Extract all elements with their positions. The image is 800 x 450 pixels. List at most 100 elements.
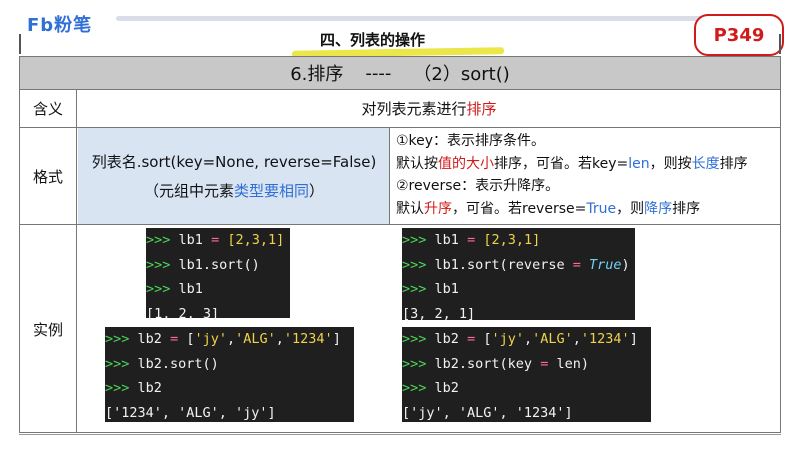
code-literal: '1234'	[283, 331, 333, 347]
desc-text: ，则	[616, 200, 645, 217]
desc-text: 排序，可省。若key=	[494, 155, 629, 172]
code-text: lb1	[434, 232, 459, 248]
code-text: ,	[572, 331, 581, 347]
desc-text: 默认	[396, 200, 424, 217]
code-line: >>> lb2 = ['jy','ALG','1234']	[402, 327, 651, 352]
code-operator: =	[467, 331, 476, 347]
brand-logo: Fb粉笔	[27, 15, 93, 36]
desc-highlight: True	[586, 200, 617, 217]
header-rule	[116, 16, 706, 21]
code-text: ]	[629, 331, 638, 347]
code-prompt: >>>	[105, 355, 130, 372]
desc-highlight: 值的大小	[438, 155, 494, 172]
format-label: 格式	[20, 128, 77, 224]
code-text: lb2.sort()	[137, 355, 219, 372]
title-main: 6.排序	[290, 64, 344, 85]
desc-text: 排序	[719, 155, 748, 172]
desc-highlight: len	[628, 155, 650, 172]
code-line: >>> lb1.sort(reverse = True)	[402, 253, 635, 278]
code-text: ]	[332, 331, 341, 347]
desc-text: 默认按	[396, 155, 438, 172]
code-text: lb2	[137, 380, 162, 396]
code-output: [1, 2, 3]	[146, 305, 220, 322]
code-keyword: True	[589, 256, 622, 273]
code-operator: =	[211, 232, 220, 248]
examples-label: 实例	[20, 225, 77, 433]
code-text: lb1.sort()	[178, 256, 260, 273]
code-operator: =	[467, 232, 476, 248]
format-description: ①key：表示排序条件。 默认按值的大小排序，可省。若key=len，则按长度排…	[396, 128, 780, 226]
code-prompt: >>>	[105, 380, 130, 396]
code-text: ,	[524, 331, 533, 347]
format-note-suffix: ）	[309, 182, 325, 200]
code-line: >>> lb1 = [2,3,1]	[402, 228, 635, 253]
code-line: >>> lb2	[402, 376, 651, 401]
frame-left-edge	[19, 34, 21, 54]
code-text: lb2.sort(key	[434, 355, 533, 372]
code-block-str-sort: >>> lb2 = ['jy','ALG','1234'] >>> lb2.so…	[105, 327, 354, 422]
code-literal: 'jy'	[194, 331, 227, 347]
meaning-label: 含义	[20, 89, 77, 127]
code-text: lb2	[434, 380, 459, 396]
code-line: >>> lb1	[146, 277, 290, 302]
title-dashes: ----	[365, 62, 392, 84]
code-operator: =	[170, 331, 179, 347]
desc-text: ，则按	[649, 155, 692, 172]
format-note: （元组中元素类型要相同）	[78, 180, 390, 201]
code-text: len)	[556, 355, 590, 372]
bottom-rule	[19, 434, 781, 435]
code-text: ,	[227, 331, 236, 347]
frame-right-edge	[779, 34, 781, 54]
code-literal: 'ALG'	[235, 331, 276, 347]
code-prompt: >>>	[402, 256, 427, 273]
code-prompt: >>>	[146, 256, 171, 273]
code-text: lb1	[434, 281, 459, 297]
table-title: 6.排序 ---- （2）sort()	[20, 57, 780, 90]
code-prompt: >>>	[105, 331, 130, 347]
code-output: ['1234', 'ALG', 'jy']	[105, 404, 276, 421]
desc-key-title: ①key：表示排序条件。	[396, 133, 546, 149]
row-divider	[20, 127, 780, 128]
desc-highlight: 长度	[691, 155, 720, 172]
code-text: [	[186, 331, 195, 347]
code-block-sort-asc: >>> lb1 = [2,3,1] >>> lb1.sort() >>> lb1…	[146, 228, 290, 322]
desc-highlight: 降序	[644, 200, 673, 217]
desc-text: ，可省。若reverse=	[452, 200, 587, 217]
code-line: >>> lb2.sort()	[105, 352, 354, 377]
code-text: lb1	[178, 232, 203, 248]
code-line: >>> lb2.sort(key = len)	[402, 352, 651, 377]
code-prompt: >>>	[402, 331, 427, 347]
format-note-highlight: 类型要相同	[233, 182, 309, 200]
code-literal: 'jy'	[491, 331, 524, 347]
code-line: >>> lb1	[402, 277, 635, 302]
code-literal: '1234'	[580, 331, 630, 347]
code-prompt: >>>	[402, 355, 427, 372]
code-text: [	[483, 331, 492, 347]
code-block-sort-desc: >>> lb1 = [2,3,1] >>> lb1.sort(reverse =…	[402, 228, 635, 322]
code-text: lb1.sort(reverse	[434, 256, 565, 273]
code-text: ,	[275, 331, 284, 347]
section-title: 四、列表的操作	[320, 31, 426, 49]
desc-reverse-title: ②reverse：表示升降序。	[396, 178, 560, 194]
code-text: lb2	[137, 331, 162, 347]
format-note-prefix: （元组中元素	[143, 182, 234, 200]
code-prompt: >>>	[146, 232, 171, 248]
code-output: ['jy', 'ALG', '1234']	[402, 404, 573, 421]
desc-reverse-detail: 默认升序，可省。若reverse=True，则降序排序	[396, 198, 780, 221]
meaning-highlight: 排序	[466, 99, 497, 118]
format-syntax: 列表名.sort(key=None, reverse=False)	[91, 153, 377, 171]
code-prompt: >>>	[402, 380, 427, 396]
code-literal: 'ALG'	[532, 331, 573, 347]
code-text: )	[621, 256, 630, 273]
code-output: [3, 2, 1]	[402, 305, 476, 322]
code-operator: =	[572, 256, 581, 273]
meaning-prefix: 对列表元素进行	[361, 99, 467, 118]
page-badge: P349	[694, 14, 784, 56]
code-operator: =	[540, 355, 549, 372]
code-prompt: >>>	[402, 232, 427, 248]
desc-highlight: 升序	[424, 200, 452, 217]
desc-key-detail: 默认按值的大小排序，可省。若key=len，则按长度排序	[396, 153, 780, 176]
code-text: lb1	[178, 281, 203, 297]
code-prompt: >>>	[402, 281, 427, 297]
format-syntax-cell: 列表名.sort(key=None, reverse=False) （元组中元素…	[78, 128, 390, 224]
